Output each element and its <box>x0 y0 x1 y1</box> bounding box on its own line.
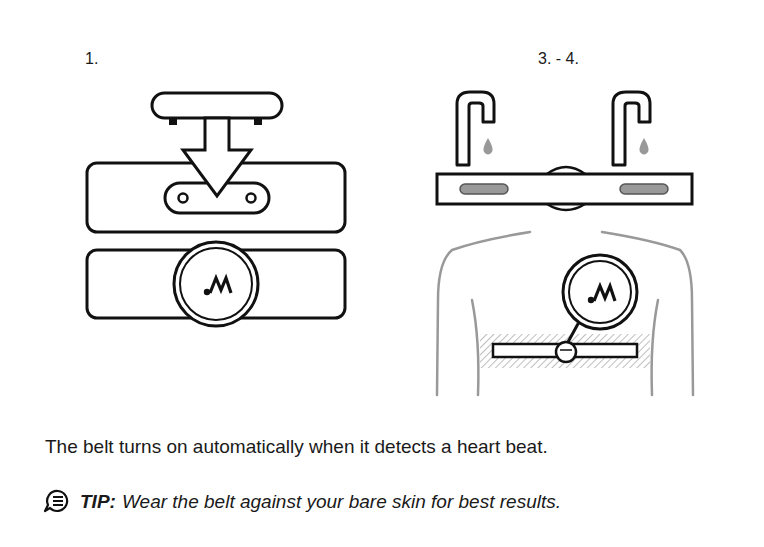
tip-text: Wear the belt against your bare skin for… <box>122 491 561 513</box>
note-text: The belt turns on automatically when it … <box>45 436 548 458</box>
water-faucet <box>613 92 650 165</box>
brand-logo <box>588 286 615 303</box>
chest-shadow <box>480 334 650 368</box>
sensor-pod <box>174 242 258 326</box>
tip-icon <box>45 491 67 511</box>
electrode-pad <box>460 184 508 194</box>
insert-arrow <box>183 118 251 196</box>
belt-strap <box>437 174 692 204</box>
water-faucet <box>457 92 494 165</box>
magnifier <box>563 255 637 329</box>
magnifier-handle <box>568 322 579 342</box>
electrode-pad <box>620 184 668 194</box>
brand-logo <box>204 278 231 295</box>
torso-outline <box>437 232 693 395</box>
step-number: 1. <box>85 50 98 68</box>
step-number: 3. - 4. <box>538 50 579 68</box>
tip-heading: TIP: <box>80 491 116 513</box>
